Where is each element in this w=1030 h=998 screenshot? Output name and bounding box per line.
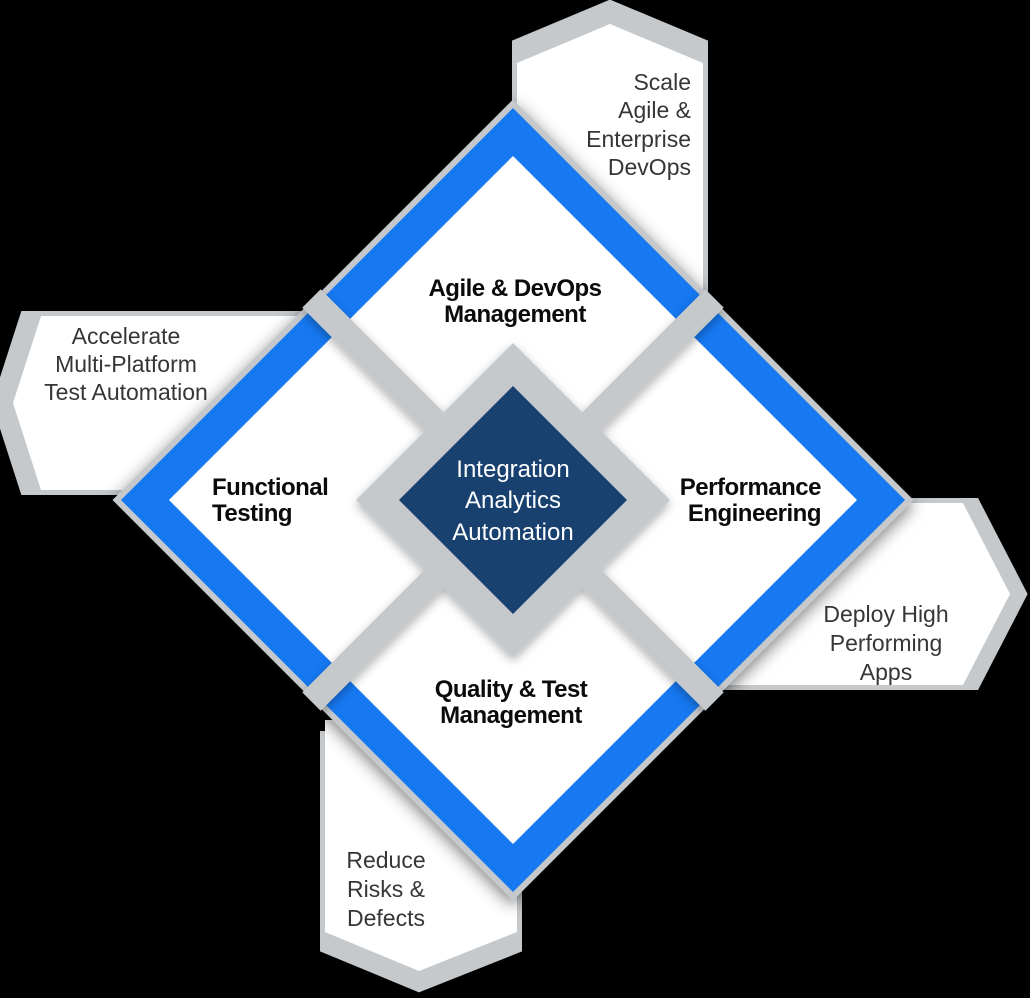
banner-caption-line: Performing bbox=[830, 630, 942, 656]
banner-caption-line: Enterprise bbox=[586, 126, 691, 152]
center-label-line: Analytics bbox=[465, 487, 561, 514]
quadrant-label-left: Functional Testing bbox=[212, 474, 329, 527]
banner-caption-line: Accelerate bbox=[72, 323, 181, 349]
center-diamond-core bbox=[399, 386, 627, 614]
quadrant-label-line: Functional bbox=[212, 474, 328, 501]
quadrant-label-line: Management bbox=[440, 702, 582, 729]
quadrant-label-top: Agile & DevOps Management bbox=[428, 275, 602, 328]
quadrant-label-line: Engineering bbox=[688, 500, 821, 527]
center-label-line: Automation bbox=[452, 519, 573, 546]
quadrant-label-line: Performance bbox=[680, 474, 821, 501]
quadrant-label-line: Testing bbox=[212, 500, 292, 527]
center-diamond: Integration Analytics Automation bbox=[399, 386, 627, 614]
banner-caption-line: DevOps bbox=[608, 154, 691, 180]
banner-caption-line: Agile & bbox=[618, 97, 691, 123]
banner-caption-line: Defects bbox=[347, 905, 425, 931]
quadrant-label-line: Quality & Test bbox=[435, 676, 588, 703]
banner-caption-line: Multi-Platform bbox=[55, 351, 197, 377]
banner-caption-line: Reduce bbox=[346, 847, 425, 873]
quadrant-label-bottom: Quality & Test Management bbox=[435, 676, 589, 729]
banner-caption-line: Deploy High bbox=[823, 601, 948, 627]
quadrant-label-line: Management bbox=[444, 301, 586, 328]
banner-caption-line: Apps bbox=[860, 659, 912, 685]
banner-caption-line: Scale bbox=[633, 69, 691, 95]
banner-caption-line: Test Automation bbox=[44, 379, 208, 405]
quadrant-label-line: Agile & DevOps bbox=[428, 275, 601, 302]
banner-caption-line: Risks & bbox=[347, 876, 425, 902]
quadrant-label-right: Performance Engineering bbox=[680, 474, 822, 527]
center-label-line: Integration bbox=[456, 456, 569, 483]
